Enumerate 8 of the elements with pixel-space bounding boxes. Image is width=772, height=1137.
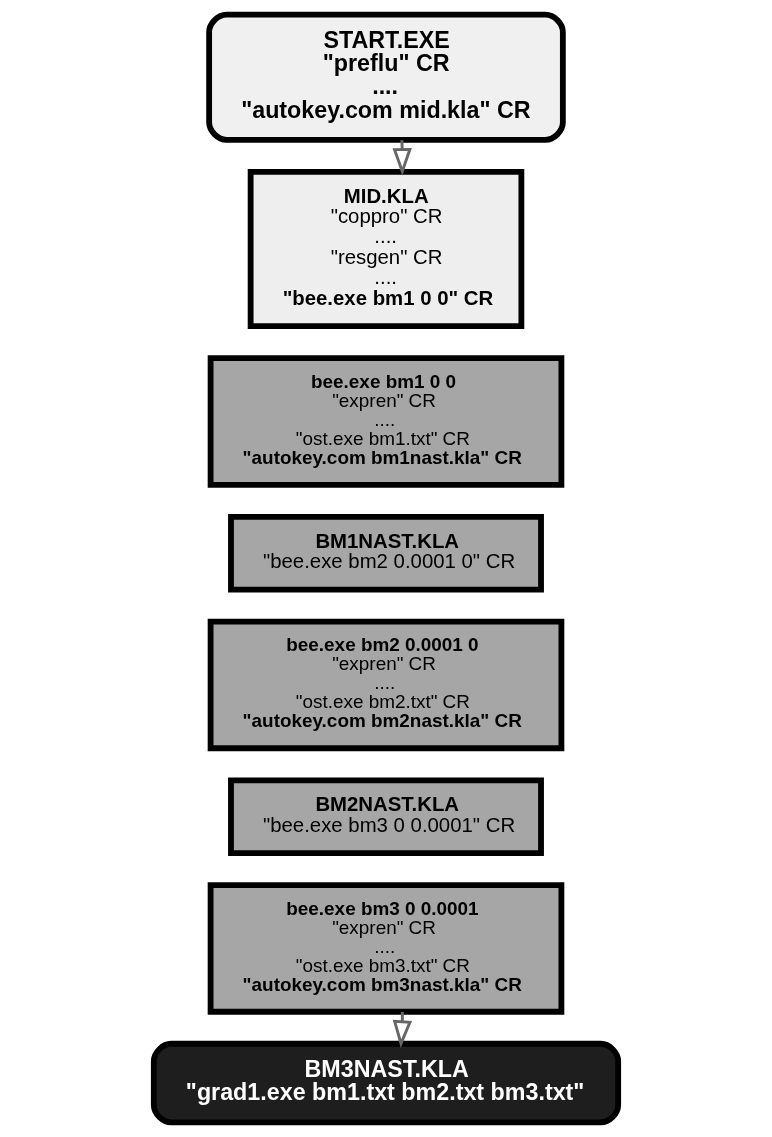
node-box: bee.exe bm1 0 0 "expren" CR .... "ost.exe bm1.txt" CR "autokey.com bm1nast.kla" CR xyxy=(207,355,565,488)
node-box: bee.exe bm3 0 0.0001 "expren" CR .... "ost.exe bm3.txt" CR "autokey.com bm3nast.kla" CR xyxy=(207,882,565,1015)
node-box: BM3NAST.KLA "grad1.exe bm1.txt bm2.txt bm3.txt" xyxy=(150,1040,622,1126)
node-box: START.EXE "preflu" CR .... "autokey.com mid.kla" CR xyxy=(206,11,566,143)
node-box: BM2NAST.KLA "bee.exe bm3 0 0.0001" CR xyxy=(228,777,544,856)
node-box: bee.exe bm2 0.0001 0 "expren" CR .... "ost.exe bm2.txt" CR "autokey.com bm2nast.kla" CR xyxy=(207,618,565,752)
node-box: BM1NAST.KLA "bee.exe bm2 0.0001 0" CR xyxy=(228,513,544,593)
node-box: MID.KLA "coppro" CR .... "resgen" CR .... "bee.exe bm1 0 0" CR xyxy=(247,168,525,330)
